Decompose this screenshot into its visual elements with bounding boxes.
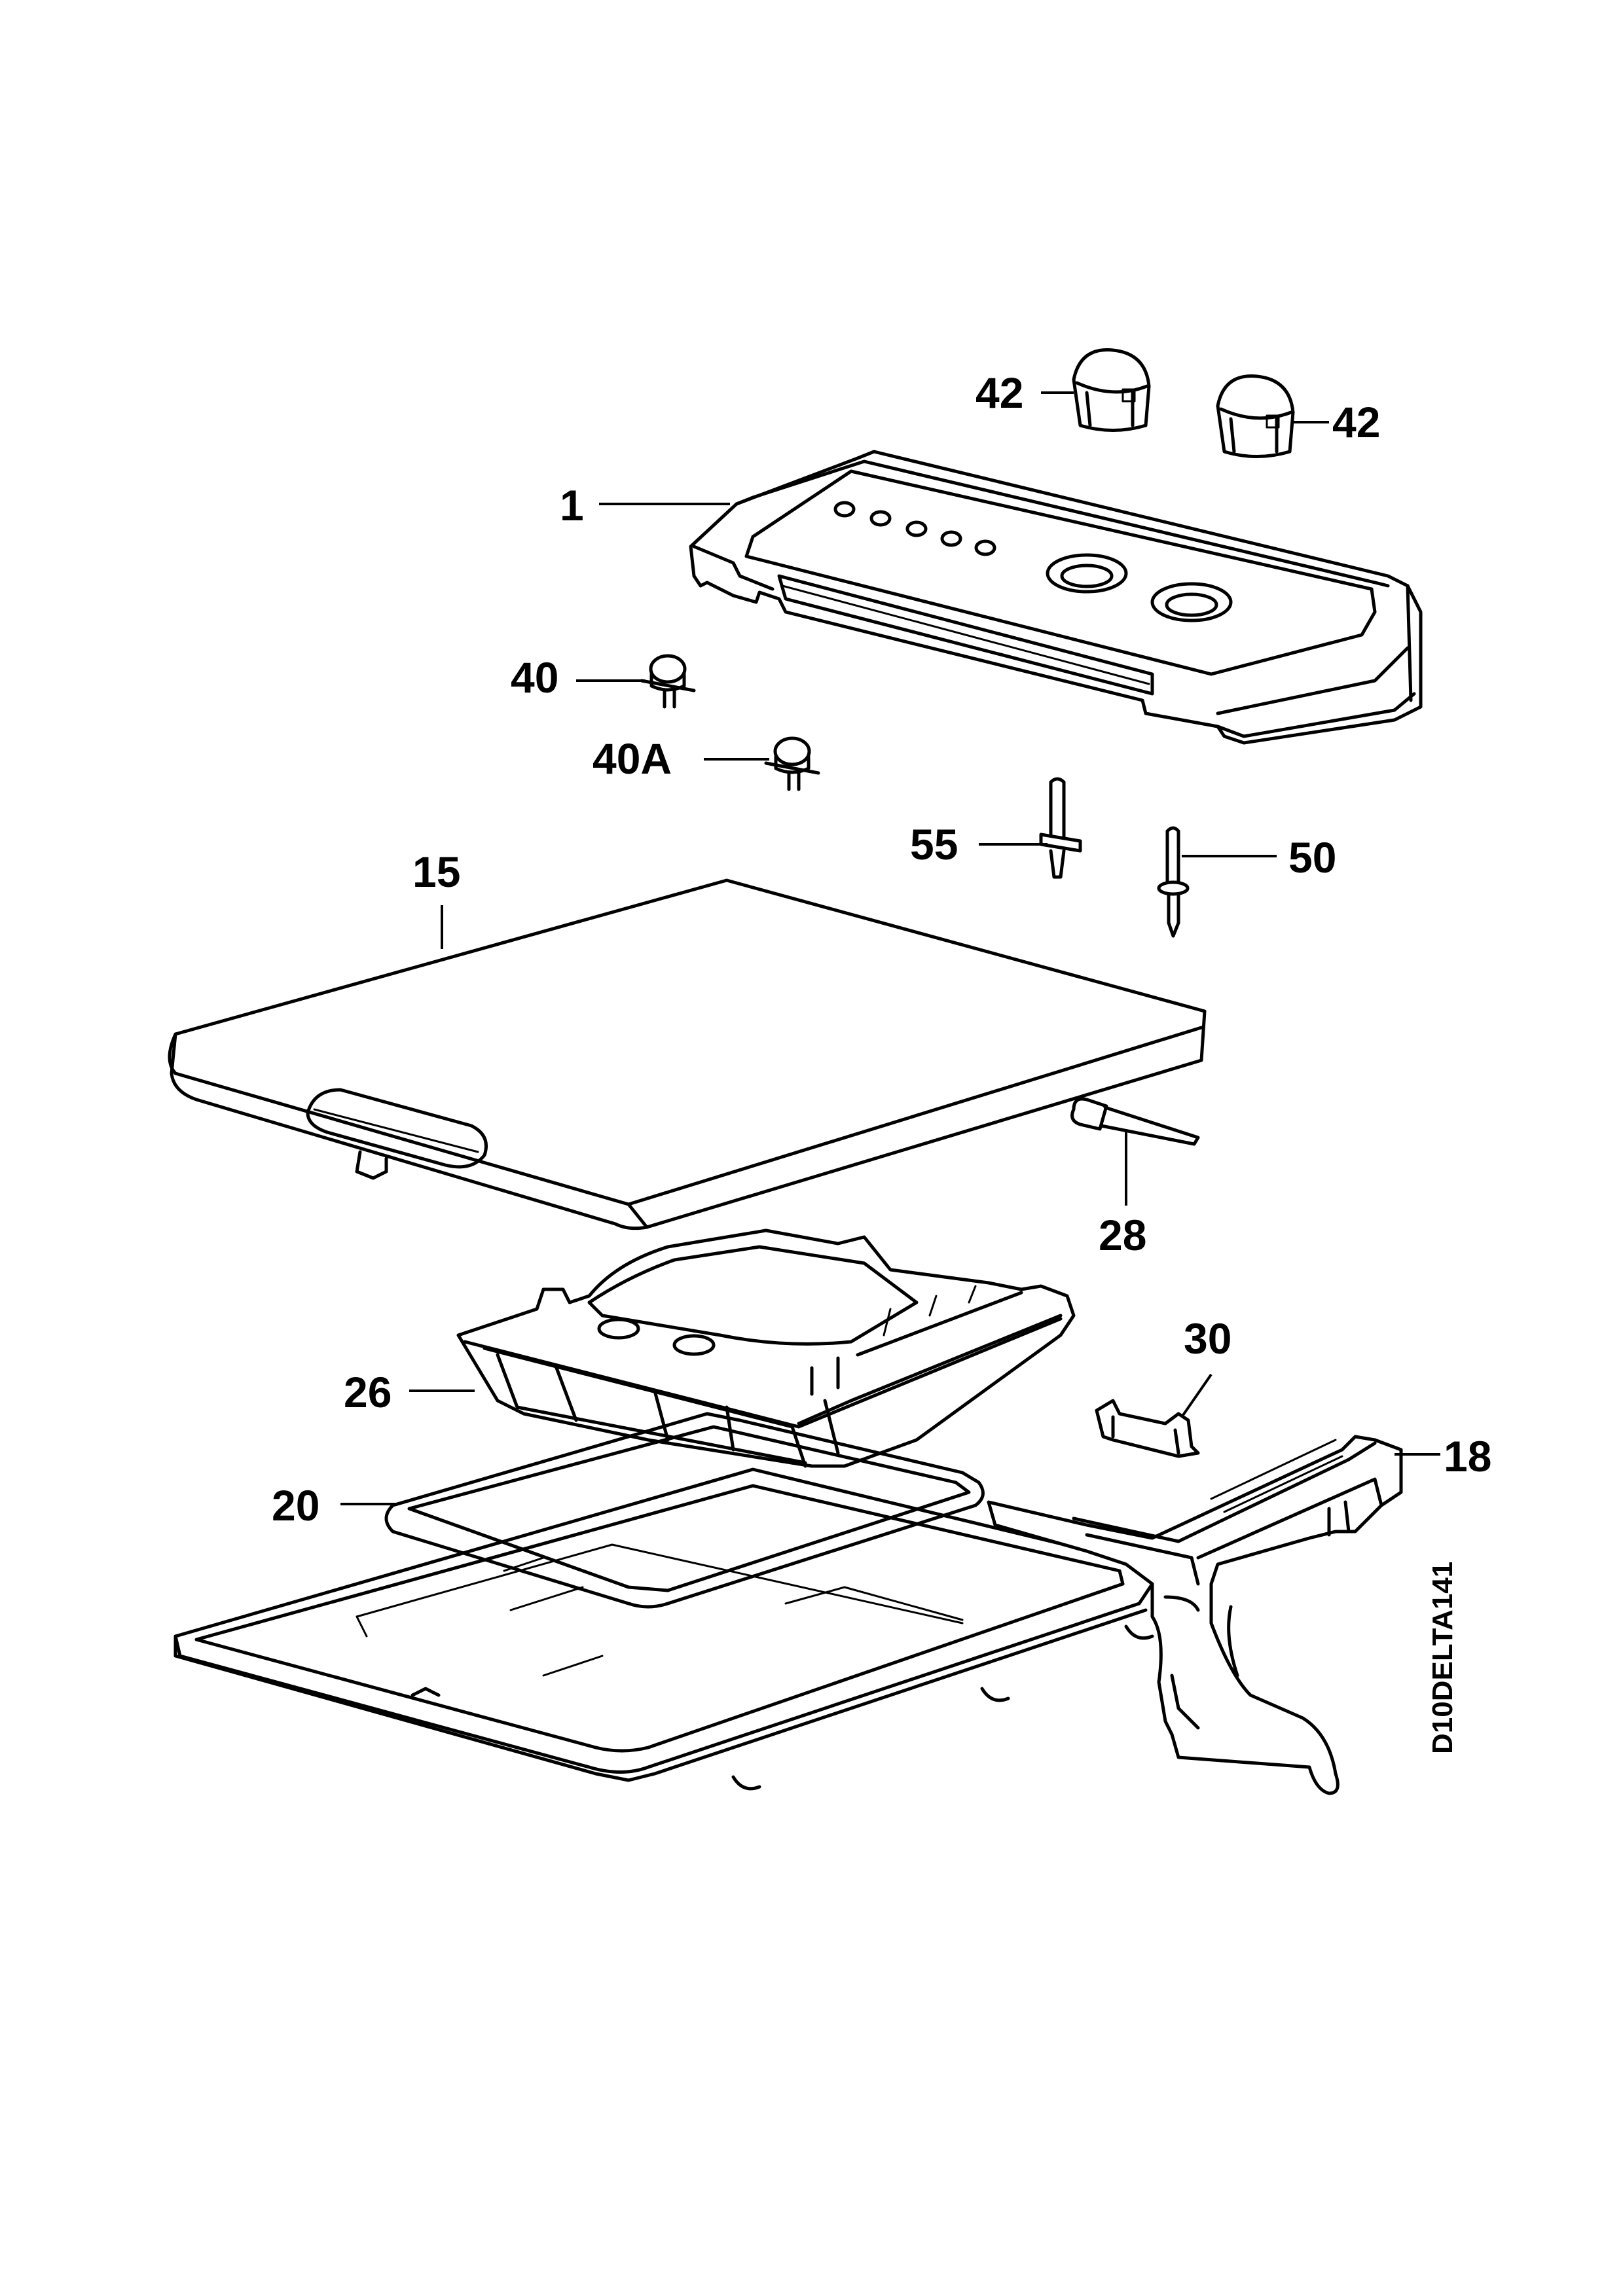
part-label-18: 18 xyxy=(1444,1432,1491,1480)
leader-30 xyxy=(1180,1373,1213,1418)
leader-lines xyxy=(340,391,1440,1505)
part-label-50: 50 xyxy=(1288,833,1336,882)
rear-bracket-drawing xyxy=(987,1435,1403,1795)
part-label-55: 55 xyxy=(910,820,958,869)
part-label-1: 1 xyxy=(560,481,584,529)
part-label-30: 30 xyxy=(1184,1314,1231,1363)
part-label-42-left: 42 xyxy=(976,368,1023,417)
drawing-code: D10DELTA141 xyxy=(1427,1562,1459,1754)
part-labels: 1 15 18 20 26 28 30 40 40A 42 42 50 55 xyxy=(272,368,1491,1530)
part-label-42-right: 42 xyxy=(1332,398,1380,446)
dispenser-drawing xyxy=(456,1229,1076,1468)
knob-42-left-drawing xyxy=(1072,348,1151,432)
part-label-28: 28 xyxy=(1099,1211,1146,1259)
part-label-15: 15 xyxy=(412,848,460,896)
rivet-50-drawing xyxy=(1157,826,1190,938)
pin-55-drawing xyxy=(1039,777,1082,879)
base-frame-drawing xyxy=(173,1467,1154,1791)
button-40-drawing xyxy=(640,654,696,709)
knob-42-right-drawing xyxy=(1216,374,1295,458)
pin-28-drawing xyxy=(1070,1097,1200,1146)
part-label-26: 26 xyxy=(344,1368,392,1416)
button-40a-drawing xyxy=(764,736,820,791)
gasket-drawing xyxy=(384,1412,985,1609)
part-label-40: 40 xyxy=(511,653,558,702)
top-cover-drawing xyxy=(168,878,1207,1230)
control-panel-drawing xyxy=(689,450,1423,745)
part-label-20: 20 xyxy=(272,1481,319,1530)
part-label-40a: 40A xyxy=(593,734,672,783)
hinge-clip-drawing xyxy=(1095,1399,1200,1458)
